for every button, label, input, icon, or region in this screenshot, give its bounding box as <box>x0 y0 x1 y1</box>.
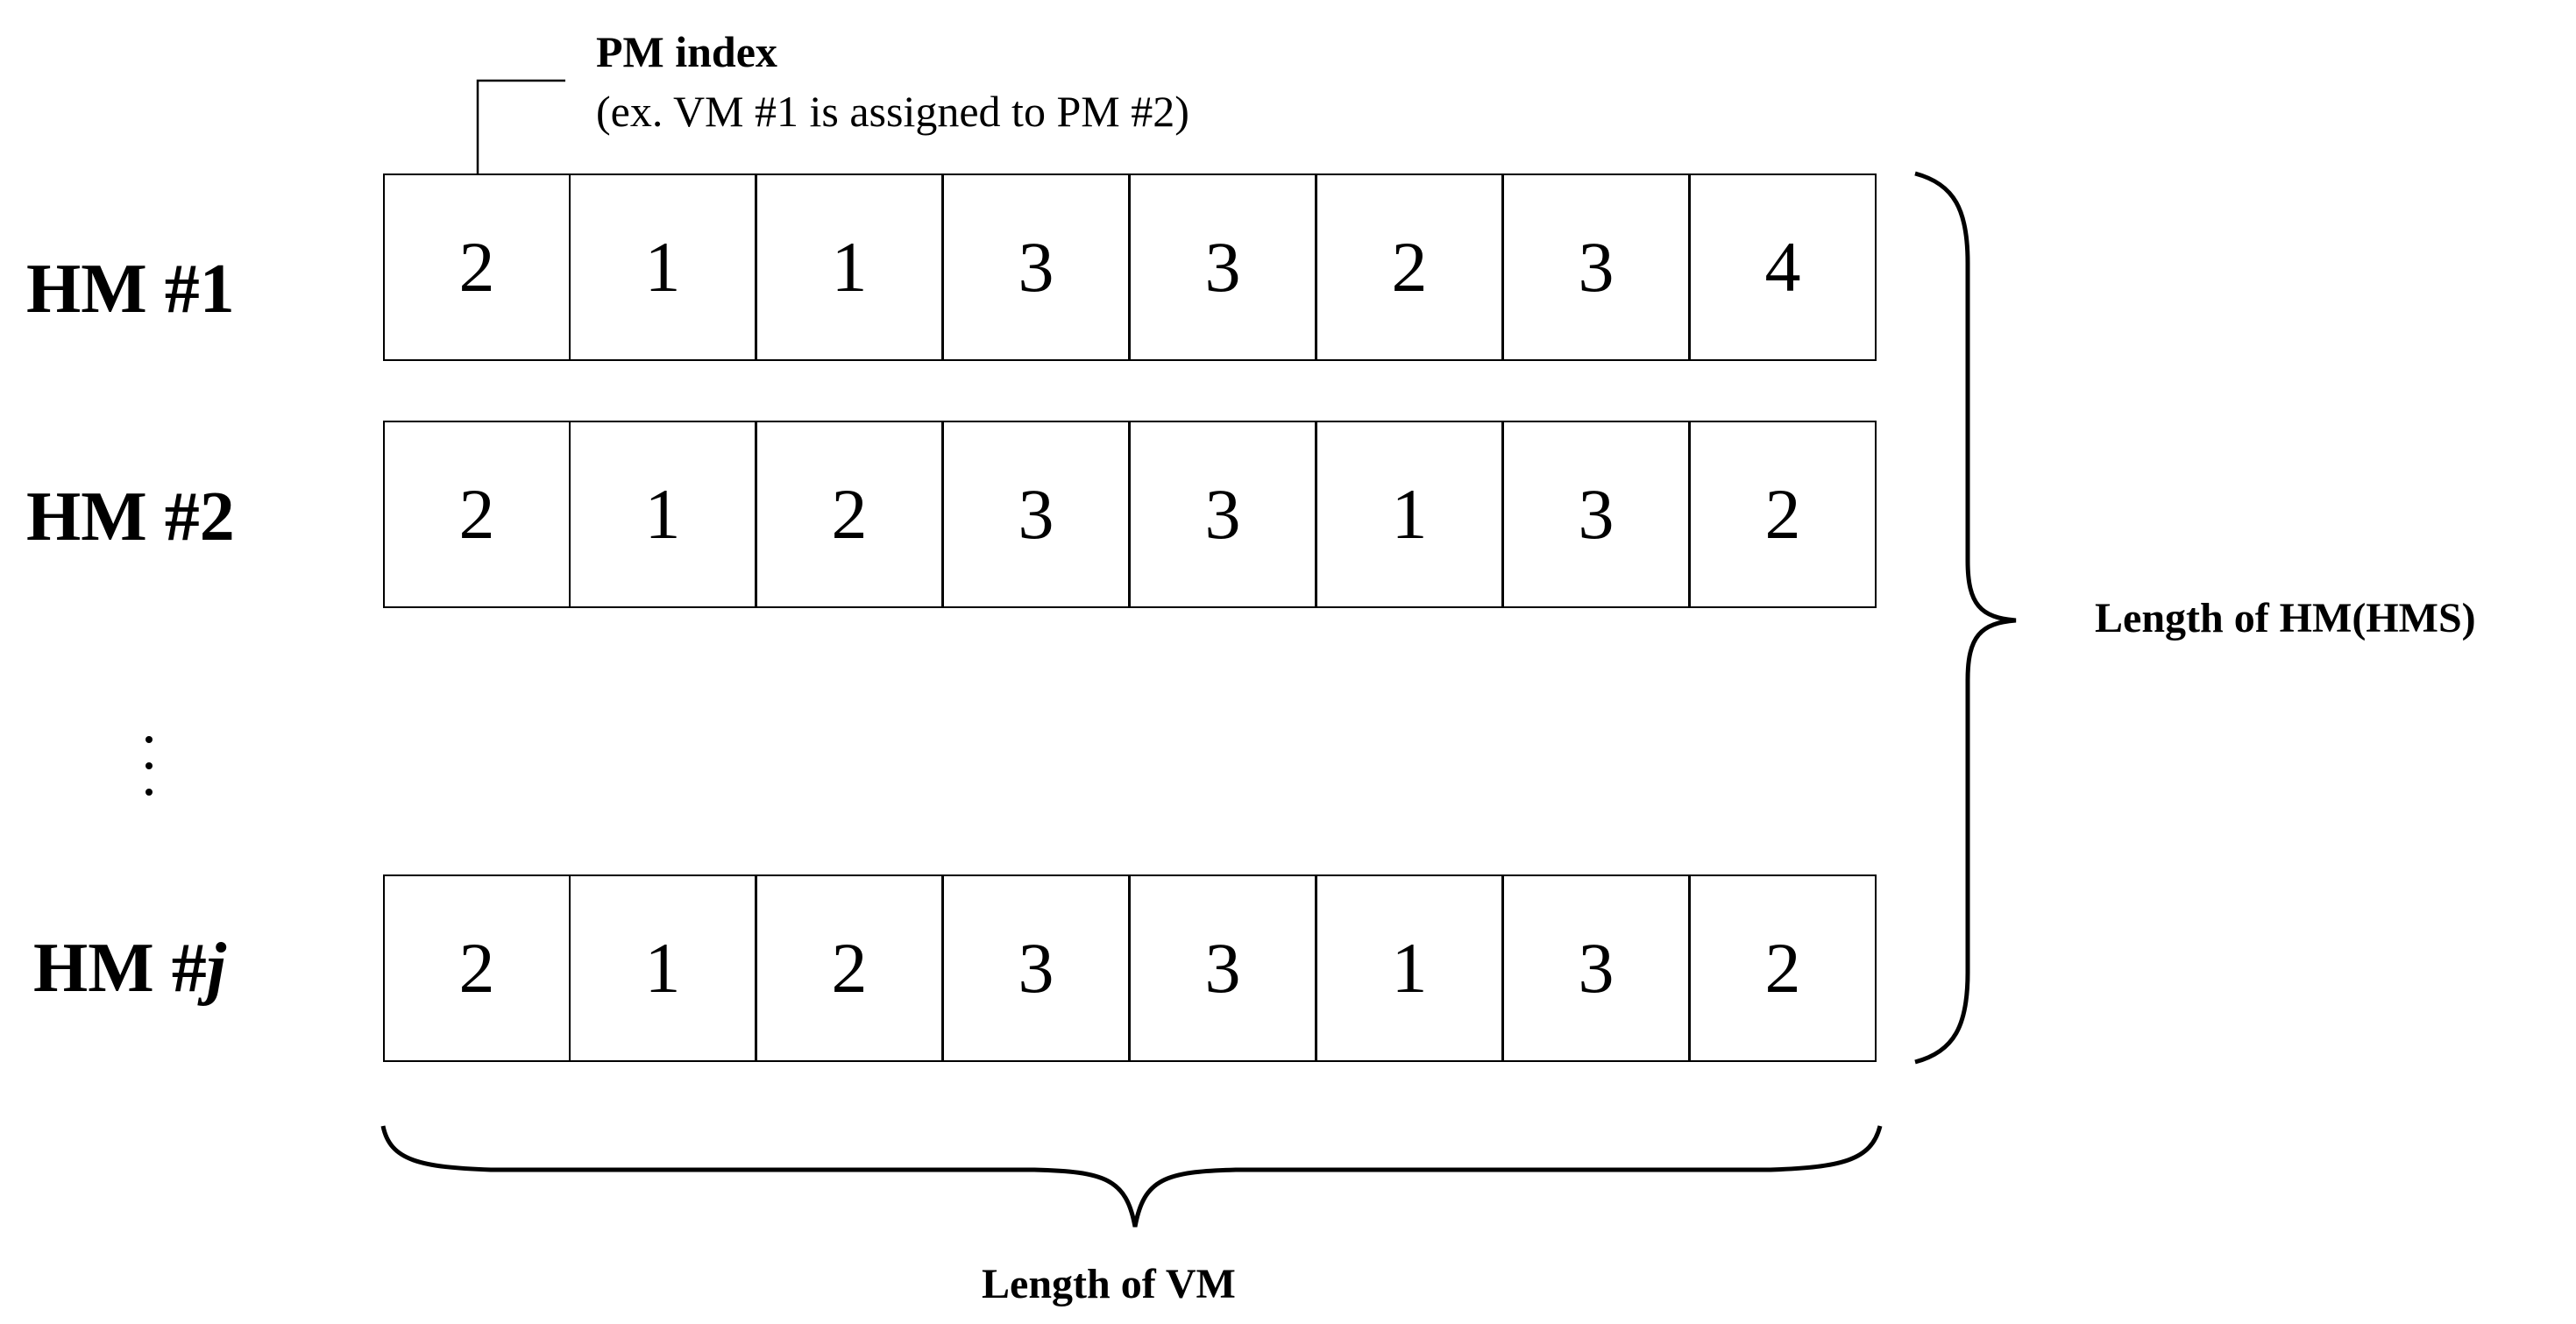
pm-cell: 3 <box>1502 874 1690 1062</box>
annotation-description: (ex. VM #1 is assigned to PM #2) <box>596 87 1189 136</box>
row-label-prefix: HM # <box>26 478 200 556</box>
pm-cell: 2 <box>383 874 571 1062</box>
row-label-prefix: HM # <box>26 251 200 328</box>
pm-cell: 3 <box>1502 421 1690 608</box>
pm-cell: 3 <box>1129 874 1316 1062</box>
pm-cell: 1 <box>1316 421 1503 608</box>
row-label-hm-j: HM #j <box>33 933 296 1003</box>
pm-cell: 2 <box>1689 421 1877 608</box>
annotation-title: PM index <box>596 27 777 76</box>
vertical-ellipsis <box>140 736 158 824</box>
pm-cell: 3 <box>942 421 1130 608</box>
pm-cell: 2 <box>383 421 571 608</box>
pm-cell: 3 <box>1129 173 1316 361</box>
row-label-index: j <box>206 930 226 1007</box>
pm-cell: 2 <box>756 874 943 1062</box>
vm-length-label: Length of VM <box>982 1261 1236 1307</box>
pm-cell: 1 <box>569 421 756 608</box>
pm-cell: 2 <box>1689 874 1877 1062</box>
pm-cell: 2 <box>1316 173 1503 361</box>
row-label-hm-1: HM #1 <box>26 254 289 324</box>
pm-cell: 3 <box>1502 173 1690 361</box>
pm-cell: 4 <box>1689 173 1877 361</box>
bottom-brace <box>380 1125 1883 1228</box>
row-label-hm-2: HM #2 <box>26 482 289 552</box>
pm-cell: 3 <box>942 173 1130 361</box>
pm-cell: 3 <box>1129 421 1316 608</box>
pm-cell: 1 <box>569 874 756 1062</box>
pm-cell: 2 <box>383 173 571 361</box>
row-label-index: 1 <box>199 251 235 328</box>
hm-length-label: Length of HM(HMS) <box>2095 595 2476 641</box>
pm-cell: 1 <box>1316 874 1503 1062</box>
pm-cell: 1 <box>756 173 943 361</box>
pm-cell: 2 <box>756 421 943 608</box>
annotation-leader-line <box>476 79 565 206</box>
row-label-index: 2 <box>199 478 235 556</box>
right-brace <box>1914 171 2017 1065</box>
pm-cell: 1 <box>569 173 756 361</box>
pm-cell: 3 <box>942 874 1130 1062</box>
row-label-prefix: HM # <box>33 930 207 1007</box>
